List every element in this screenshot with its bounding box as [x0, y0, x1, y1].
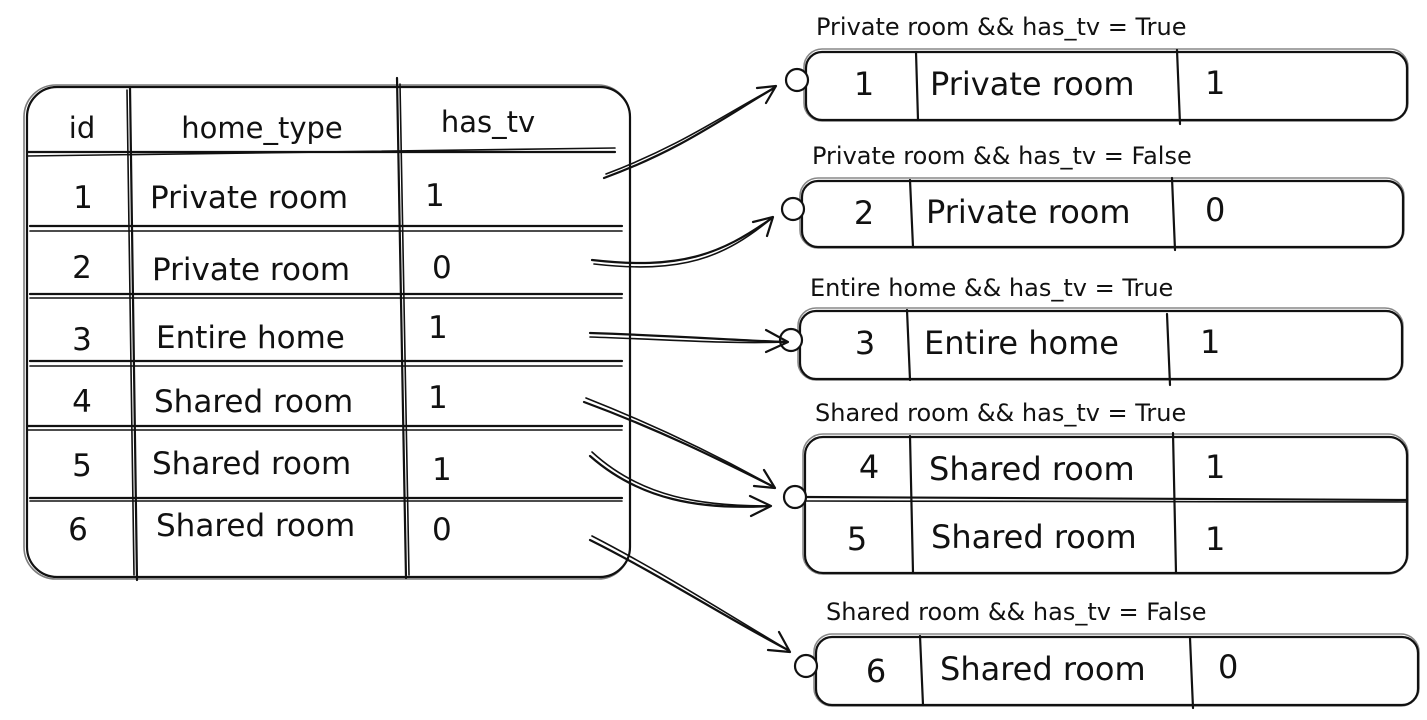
group-column-divider-2 — [1171, 431, 1178, 575]
group-column-divider-1 — [908, 434, 915, 575]
group-cell-home-type: Private room — [926, 193, 1131, 231]
source-row-dividers — [25, 147, 624, 502]
group-connector-knob — [784, 67, 810, 93]
group-column-divider-1 — [905, 308, 912, 382]
source-row-5: 5 Shared room 1 — [72, 446, 452, 488]
source-cell-home-type: Shared room — [154, 384, 353, 420]
source-table: id home_type has_tv 1 Private room 1 2 P… — [23, 76, 632, 582]
group-row: 6 Shared room 0 — [866, 648, 1239, 690]
group-column-divider-2 — [1188, 636, 1195, 710]
group-row: 5 Shared room 1 — [847, 518, 1226, 558]
source-cell-id: 6 — [68, 512, 88, 548]
group-cell-has-tv: 1 — [1205, 520, 1225, 558]
source-cell-id: 4 — [72, 384, 92, 420]
arrow-row-3 — [588, 328, 790, 354]
source-column-divider-1-sketch — [126, 89, 135, 576]
group-connector-knob — [778, 327, 804, 353]
source-table-border-sketch — [23, 84, 631, 580]
arrow-row-5 — [588, 451, 773, 518]
group-cell-home-type: Entire home — [924, 324, 1119, 362]
source-cell-home-type: Private room — [150, 180, 348, 216]
group-label: Shared room && has_tv = False — [826, 598, 1207, 626]
source-cell-id: 1 — [73, 180, 93, 216]
source-cell-home-type: Shared room — [152, 446, 351, 482]
group-table-border — [803, 435, 1409, 575]
group-label: Entire home && has_tv = True — [810, 274, 1173, 302]
group-cell-has-tv: 0 — [1218, 648, 1238, 686]
source-cell-home-type: Private room — [152, 252, 350, 288]
source-row-2: 2 Private room 0 — [72, 250, 452, 288]
source-header-home-type: home_type — [181, 111, 343, 145]
group-row: 4 Shared room 1 — [859, 448, 1226, 488]
group-column-divider-2 — [1175, 48, 1182, 126]
group-4: Shared room && has_tv = True 4 Shared ro… — [782, 399, 1409, 575]
group-row: 2 Private room 0 — [854, 191, 1226, 232]
group-cell-has-tv: 0 — [1205, 191, 1225, 229]
group-2: Private room && has_tv = False 2 Private… — [780, 142, 1405, 252]
arrow-row-6 — [588, 535, 792, 654]
source-header-id: id — [69, 111, 95, 145]
source-row-1: 1 Private room 1 — [73, 178, 445, 216]
source-cell-has-tv: 1 — [428, 310, 448, 346]
source-cell-id: 2 — [72, 250, 92, 286]
group-cell-home-type: Shared room — [931, 518, 1137, 556]
source-cell-has-tv: 0 — [432, 512, 452, 548]
source-column-divider-2-sketch — [399, 83, 410, 576]
group-cell-id: 4 — [859, 448, 879, 486]
source-row-6: 6 Shared room 0 — [68, 508, 452, 548]
group-connector-knob — [780, 196, 806, 222]
group-cell-home-type: Shared room — [929, 450, 1135, 488]
arrow-row-1 — [602, 84, 778, 180]
group-column-divider-1 — [908, 178, 915, 249]
group-cell-id: 1 — [854, 65, 874, 103]
arrow-row-2 — [590, 215, 775, 268]
group-connector-knob — [782, 484, 808, 510]
group-label: Private room && has_tv = False — [812, 142, 1192, 170]
group-cell-has-tv: 1 — [1205, 64, 1225, 102]
group-column-divider-2 — [1170, 176, 1177, 252]
source-cell-home-type: Entire home — [156, 320, 345, 356]
group-cell-id: 5 — [847, 520, 867, 558]
group-cell-id: 6 — [866, 652, 886, 690]
source-cell-has-tv: 1 — [425, 178, 445, 214]
source-column-divider-2 — [395, 76, 408, 580]
group-column-divider-1 — [914, 50, 920, 122]
group-row: 3 Entire home 1 — [855, 323, 1221, 362]
group-connector-knob — [793, 653, 819, 679]
group-label: Shared room && has_tv = True — [815, 399, 1186, 427]
group-column-divider-2 — [1165, 312, 1172, 387]
group-5: Shared room && has_tv = False 6 Shared r… — [793, 598, 1420, 710]
source-cell-has-tv: 1 — [432, 452, 452, 488]
group-cell-home-type: Shared room — [940, 650, 1146, 688]
mapping-arrows — [582, 84, 792, 654]
group-cell-has-tv: 1 — [1205, 448, 1225, 486]
source-cell-id: 3 — [72, 322, 92, 358]
group-1: Private room && has_tv = True 1 Private … — [784, 13, 1409, 126]
source-row-4: 4 Shared room 1 — [72, 380, 448, 420]
source-cell-has-tv: 1 — [428, 380, 448, 416]
group-cell-id: 3 — [855, 324, 875, 362]
group-cell-id: 2 — [854, 194, 874, 232]
source-row-3: 3 Entire home 1 — [72, 310, 448, 358]
source-header-has-tv: has_tv — [441, 105, 535, 139]
group-row-divider — [803, 495, 1409, 502]
source-cell-id: 5 — [72, 448, 92, 484]
group-label: Private room && has_tv = True — [816, 13, 1186, 41]
group-column-divider-1 — [918, 634, 925, 707]
group-cell-has-tv: 1 — [1200, 323, 1220, 361]
source-cell-has-tv: 0 — [432, 250, 452, 286]
group-cell-home-type: Private room — [930, 65, 1135, 103]
source-cell-home-type: Shared room — [156, 508, 355, 544]
arrow-row-4 — [582, 397, 777, 490]
group-3: Entire home && has_tv = True 3 Entire ho… — [778, 274, 1404, 387]
group-row: 1 Private room 1 — [854, 64, 1226, 103]
